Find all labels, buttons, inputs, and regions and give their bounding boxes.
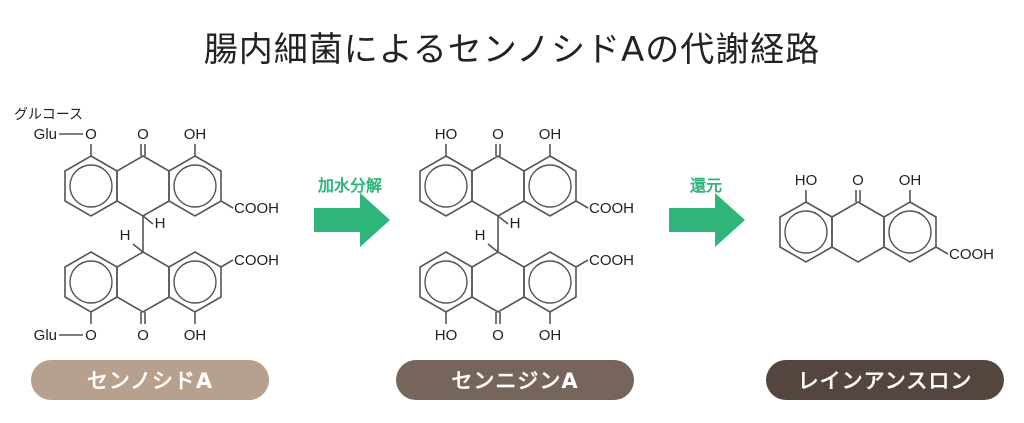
carboxyl-bond <box>575 200 589 209</box>
reduction-arrow <box>669 193 745 247</box>
aromatic-circle <box>784 210 828 254</box>
compound-label-sennoside-a: センノシドA <box>31 360 269 400</box>
benzene-ring <box>168 155 222 217</box>
compound-label-sennidin-a: センニジンA <box>396 360 634 400</box>
left-substituent: O <box>85 327 97 344</box>
left-substituent: HO <box>435 126 458 143</box>
left-substituent: HO <box>795 172 818 189</box>
benzene-ring <box>883 201 937 263</box>
bond <box>142 215 154 225</box>
hydrogen-label: H <box>510 215 521 232</box>
carboxyl-bond <box>220 200 234 209</box>
carbonyl-oxygen: O <box>492 126 504 143</box>
aromatic-circle <box>528 164 572 208</box>
carboxyl-bond <box>220 259 234 268</box>
compound-label-rhein-anthrone: レインアンスロン <box>766 360 1004 400</box>
central-ring <box>471 251 525 313</box>
hydrolysis-arrow <box>314 193 390 247</box>
carboxyl-label: COOH <box>949 246 994 263</box>
aromatic-circle <box>69 260 113 304</box>
left-substituent: O <box>85 126 97 143</box>
hydrogen-label: H <box>475 227 486 244</box>
glucose-caption: グルコース <box>14 107 83 123</box>
carboxyl-bond <box>935 246 949 255</box>
carboxyl-label: COOH <box>589 252 634 269</box>
bond <box>487 243 499 253</box>
hydroxyl-label: OH <box>184 327 207 344</box>
carboxyl-label: COOH <box>589 200 634 217</box>
bond <box>497 215 509 225</box>
aromatic-circle <box>173 260 217 304</box>
glucose-label: Glu <box>34 126 57 143</box>
aromatic-circle <box>424 260 468 304</box>
aromatic-circle <box>888 210 932 254</box>
aromatic-circle <box>69 164 113 208</box>
carbonyl-oxygen: O <box>137 327 149 344</box>
glucose-label: Glu <box>34 327 57 344</box>
step-label-hydrolysis: 加水分解 <box>317 176 382 195</box>
carboxyl-label: COOH <box>234 252 279 269</box>
aromatic-circle <box>528 260 572 304</box>
carboxyl-bond <box>575 259 589 268</box>
aromatic-circle <box>424 164 468 208</box>
carbonyl-oxygen: O <box>852 172 864 189</box>
page-title: 腸内細菌によるセンノシドAの代謝経路 <box>203 30 821 70</box>
bond <box>132 243 144 253</box>
hydroxyl-label: OH <box>539 126 562 143</box>
aromatic-circle <box>173 164 217 208</box>
carbonyl-oxygen: O <box>137 126 149 143</box>
step-label-reduction: 還元 <box>689 176 722 195</box>
central-ring <box>831 201 885 263</box>
hydroxyl-label: OH <box>184 126 207 143</box>
carbonyl-oxygen: O <box>492 327 504 344</box>
hydrogen-label: H <box>155 215 166 232</box>
central-ring <box>116 155 170 217</box>
left-substituent: HO <box>435 327 458 344</box>
hydroxyl-label: OH <box>539 327 562 344</box>
hydrogen-label: H <box>120 227 131 244</box>
benzene-ring <box>523 155 577 217</box>
carboxyl-label: COOH <box>234 200 279 217</box>
hydroxyl-label: OH <box>899 172 922 189</box>
central-ring <box>116 251 170 313</box>
central-ring <box>471 155 525 217</box>
